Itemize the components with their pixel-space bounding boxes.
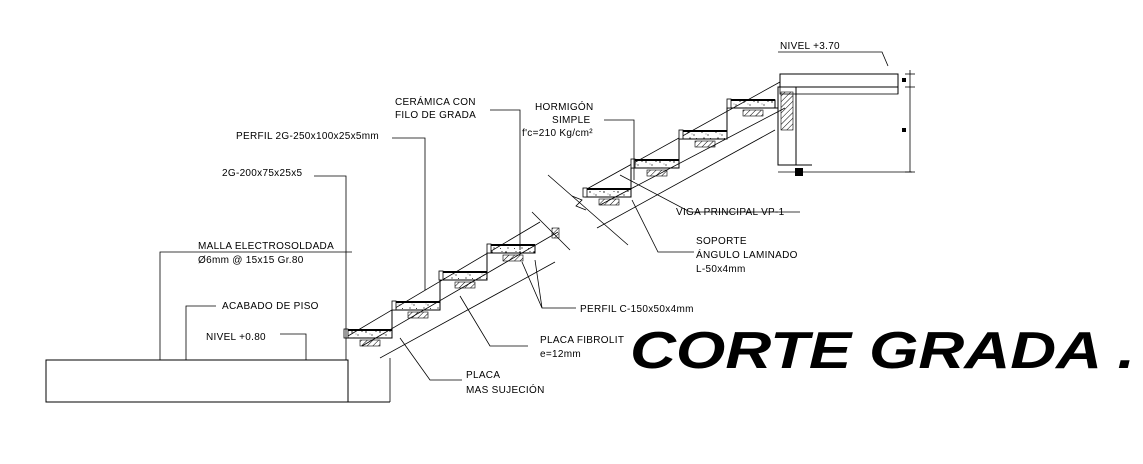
label-perfil-c: PERFIL C-150x50x4mm (580, 304, 694, 315)
label-malla-2: Ø6mm @ 15x15 Gr.80 (198, 255, 304, 266)
label-nivel-low: NIVEL +0.80 (206, 332, 266, 343)
label-soporte-2: ÁNGULO LAMINADO (696, 248, 798, 261)
label-soporte-3: L-50x4mm (696, 264, 746, 275)
stair-step (486, 243, 536, 262)
stair-steps (343, 98, 778, 347)
leader-lines (159, 51, 889, 381)
label-placa-2: MAS SUJECIÓN (466, 383, 545, 396)
stair-step (391, 279, 441, 319)
label-perfil-2g-250: PERFIL 2G-250x100x25x5mm (236, 131, 379, 142)
label-perfil-2g-200: 2G-200x75x25x5 (222, 168, 303, 179)
stair-step (726, 98, 776, 117)
annotation-labels: NIVEL +3.70 CERÁMICA CON FILO DE GRADA H… (198, 41, 840, 396)
label-placa-fibrolit-2: e=12mm (540, 349, 581, 360)
label-hormigon-3: f'c=210 Kg/cm² (522, 128, 593, 139)
stair-step (630, 138, 681, 177)
label-nivel-top: NIVEL +3.70 (780, 41, 840, 52)
label-ceramica-2: FILO DE GRADA (395, 110, 476, 121)
label-soporte-1: SOPORTE (696, 236, 747, 247)
ground-slab (45, 359, 349, 403)
label-malla-1: MALLA ELECTROSOLDADA (198, 241, 334, 252)
stair-step (343, 309, 394, 347)
label-viga: VIGA PRINCIPAL VP-1 (676, 207, 785, 218)
label-placa-1: PLACA (466, 370, 500, 381)
label-placa-fibrolit-1: PLACA FIBROLIT (540, 335, 624, 346)
upper-landing (777, 70, 915, 176)
label-acabado: ACABADO DE PISO (222, 301, 319, 312)
label-hormigon-2: SIMPLE (552, 115, 591, 126)
label-hormigon-1: HORMIGÓN (535, 100, 594, 113)
stair-step (438, 252, 489, 289)
drawing-title: CORTE GRADA . (630, 322, 1135, 380)
label-ceramica-1: CERÁMICA CON (395, 95, 476, 108)
